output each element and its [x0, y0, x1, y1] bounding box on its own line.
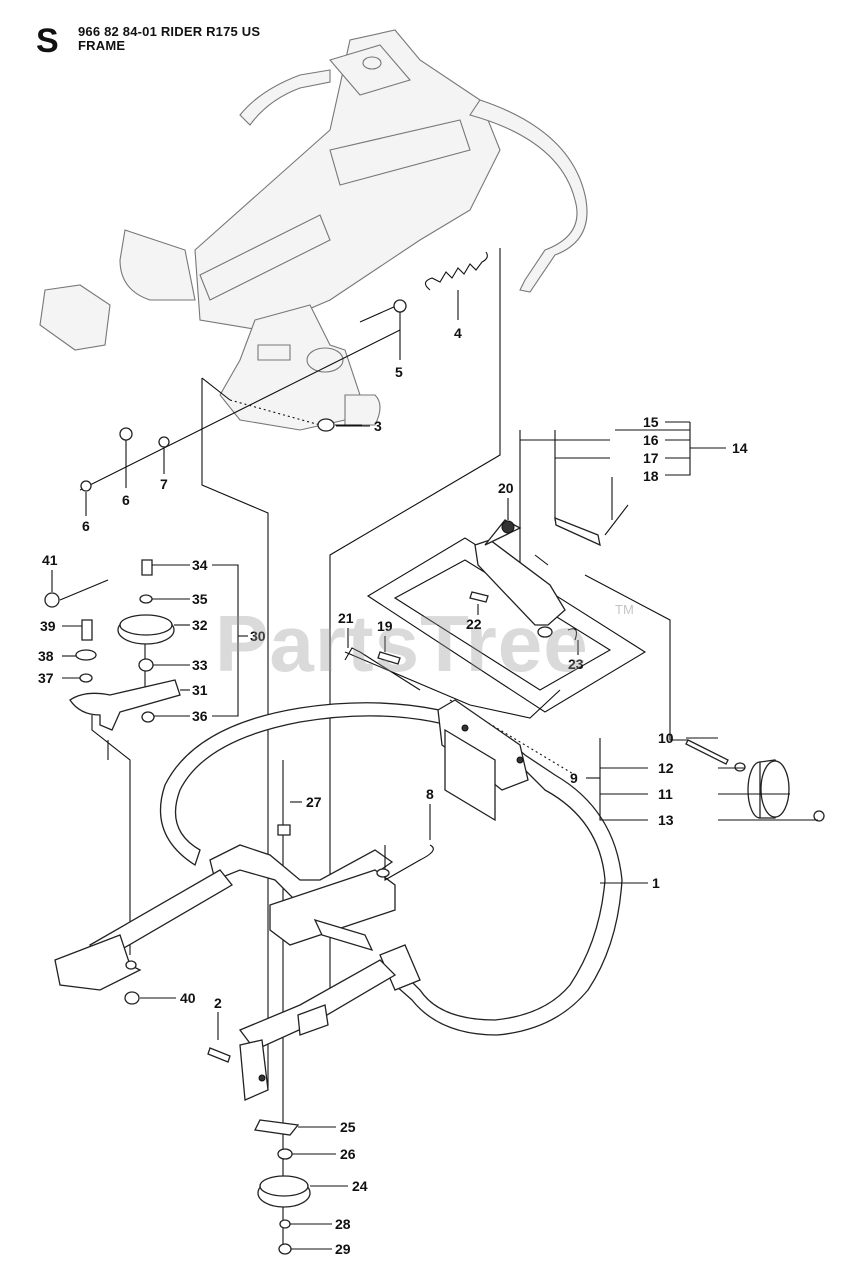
callout-35: 35 [192, 591, 208, 607]
callout-3: 3 [374, 418, 382, 434]
callout-21: 21 [338, 610, 354, 626]
callout-5: 5 [395, 364, 403, 380]
callout-16: 16 [643, 432, 659, 448]
spring-and-rod [80, 251, 488, 492]
callout-34: 34 [192, 557, 208, 573]
main-tube-frame [54, 702, 623, 1101]
callout-19: 19 [377, 618, 393, 634]
callout-23: 23 [568, 656, 584, 672]
rear-frame-assembly [39, 29, 588, 431]
callout-24: 24 [352, 1178, 368, 1194]
callout-25: 25 [340, 1119, 356, 1135]
callout-30: 30 [250, 628, 266, 644]
left-pulley-assembly [44, 559, 181, 731]
callout-17: 17 [643, 450, 659, 466]
pivot-bracket [437, 699, 529, 822]
section-title: FRAME [78, 38, 126, 53]
callout-40: 40 [180, 990, 196, 1006]
small-hardware [344, 591, 577, 881]
callout-18: 18 [643, 468, 659, 484]
watermark: PartsTree [215, 599, 589, 688]
assembly-guide-lines [79, 248, 690, 1245]
callout-2: 2 [214, 995, 222, 1011]
callout-41: 41 [42, 552, 58, 568]
callout-labels: 1 2 3 4 5 6 6 7 8 9 10 11 12 13 14 15 16… [38, 325, 748, 1257]
callout-9: 9 [570, 770, 578, 786]
callout-15: 15 [643, 414, 659, 430]
callout-12: 12 [658, 760, 674, 776]
hitch-bracket [474, 504, 629, 638]
callout-39: 39 [40, 618, 56, 634]
callout-6b: 6 [122, 492, 130, 508]
callout-1: 1 [652, 875, 660, 891]
watermark-trademark: TM [615, 602, 634, 617]
callout-33: 33 [192, 657, 208, 673]
callout-29: 29 [335, 1241, 351, 1257]
section-letter: S [36, 22, 59, 60]
callout-7: 7 [160, 476, 168, 492]
callout-10: 10 [658, 730, 674, 746]
callout-20: 20 [498, 480, 514, 496]
callout-14: 14 [732, 440, 748, 456]
callout-13: 13 [658, 812, 674, 828]
callout-26: 26 [340, 1146, 356, 1162]
callout-28: 28 [335, 1216, 351, 1232]
callout-22: 22 [466, 616, 482, 632]
callout-31: 31 [192, 682, 208, 698]
callout-6a: 6 [82, 518, 90, 534]
callout-11: 11 [658, 786, 673, 802]
model-line: 966 82 84-01 RIDER R175 US [78, 24, 261, 39]
callout-leaders [51, 290, 818, 1250]
callout-27: 27 [306, 794, 322, 810]
callout-4: 4 [454, 325, 462, 341]
callout-37: 37 [38, 670, 54, 686]
callout-36: 36 [192, 708, 208, 724]
callout-8: 8 [426, 786, 434, 802]
wheel-assembly [685, 739, 825, 822]
callout-38: 38 [38, 648, 54, 664]
callout-32: 32 [192, 617, 208, 633]
